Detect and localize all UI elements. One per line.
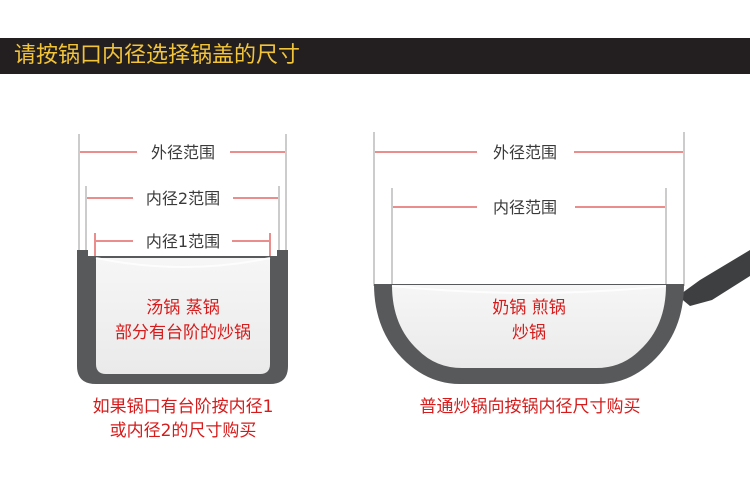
right-pot-liquid-line [391,285,667,294]
right-pot-handle [678,250,750,306]
left-pot-interior [96,258,270,374]
right-pot-types-line1: 奶锅 煎锅 [492,298,565,318]
right-pot-types-line2: 炒锅 [512,323,546,343]
right-caption-text: 普通炒锅向按锅内径尺寸购买 [419,397,641,417]
left-caption-line2: 或内径2的尺寸购买 [109,421,257,441]
right-inner-label: 内径范围 [493,198,557,217]
left-inner2-label: 内径2范围 [146,189,220,208]
left-outer-label: 外径范围 [151,143,215,162]
right-outer-label: 外径范围 [493,143,557,162]
page-title: 请按锅口内径选择锅盖的尺寸 [14,43,301,68]
left-pot-types-line2: 部分有台阶的炒锅 [115,323,251,343]
left-pot-liquid-line [95,257,271,268]
left-caption: 如果锅口有台阶按内径1 或内径2的尺寸购买 [70,395,296,443]
left-inner1-label: 内径1范围 [146,232,220,251]
right-caption: 普通炒锅向按锅内径尺寸购买 [380,395,680,419]
left-pot-types-line1: 汤锅 蒸锅 [146,298,219,318]
left-caption-line1: 如果锅口有台阶按内径1 [92,397,274,417]
right-pot: 外径范围 内径范围 奶锅 煎锅 炒锅 [373,132,750,384]
right-pot-interior [392,285,666,368]
title-banner: 请按锅口内径选择锅盖的尺寸 [0,38,750,74]
left-pot: 外径范围 内径2范围 内径1范围 汤锅 蒸锅 部分有台阶的炒锅 [77,134,288,384]
